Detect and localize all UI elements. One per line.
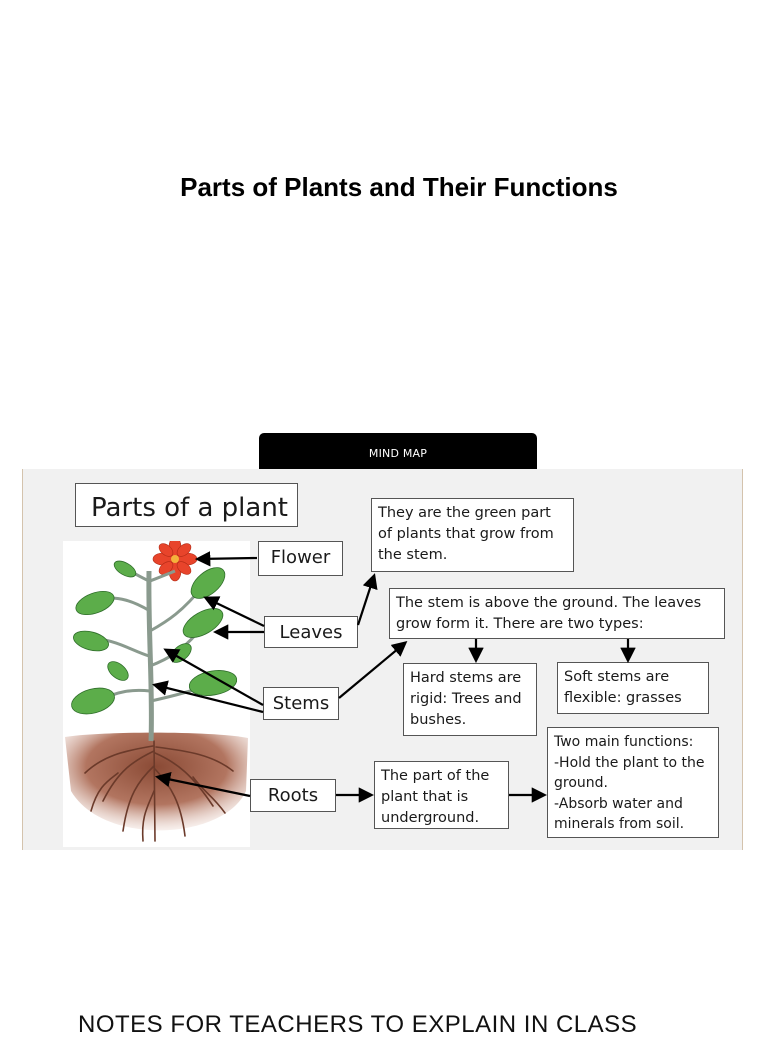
flower-label: Flower: [258, 541, 343, 576]
soft-stems-note: Soft stems are flexible: grasses: [557, 662, 709, 714]
page-title: Parts of Plants and Their Functions: [180, 172, 618, 202]
mind-map-banner: MIND MAP: [259, 433, 537, 476]
plant-illustration: [63, 536, 250, 847]
leaves-description: They are the green part of plants that g…: [371, 498, 574, 572]
diagram-title: Parts of a plant: [75, 483, 298, 527]
roots-description: The part of the plant that is undergroun…: [374, 761, 509, 829]
leaf-icon: [71, 560, 238, 715]
stem-shape: [146, 570, 154, 742]
footer-notes-heading: NOTES FOR TEACHERS TO EXPLAIN IN CLASS: [78, 1011, 638, 1038]
stems-label: Stems: [263, 687, 339, 720]
stem-description: The stem is above the ground. The leaves…: [389, 588, 725, 639]
flower-icon: [149, 536, 198, 583]
roots-functions: Two main functions: -Hold the plant to t…: [547, 727, 719, 838]
plant-icon: [65, 536, 248, 842]
hard-stems-note: Hard stems are rigid: Trees and bushes.: [403, 663, 537, 736]
leaves-label: Leaves: [264, 616, 358, 648]
roots-label: Roots: [250, 779, 336, 812]
